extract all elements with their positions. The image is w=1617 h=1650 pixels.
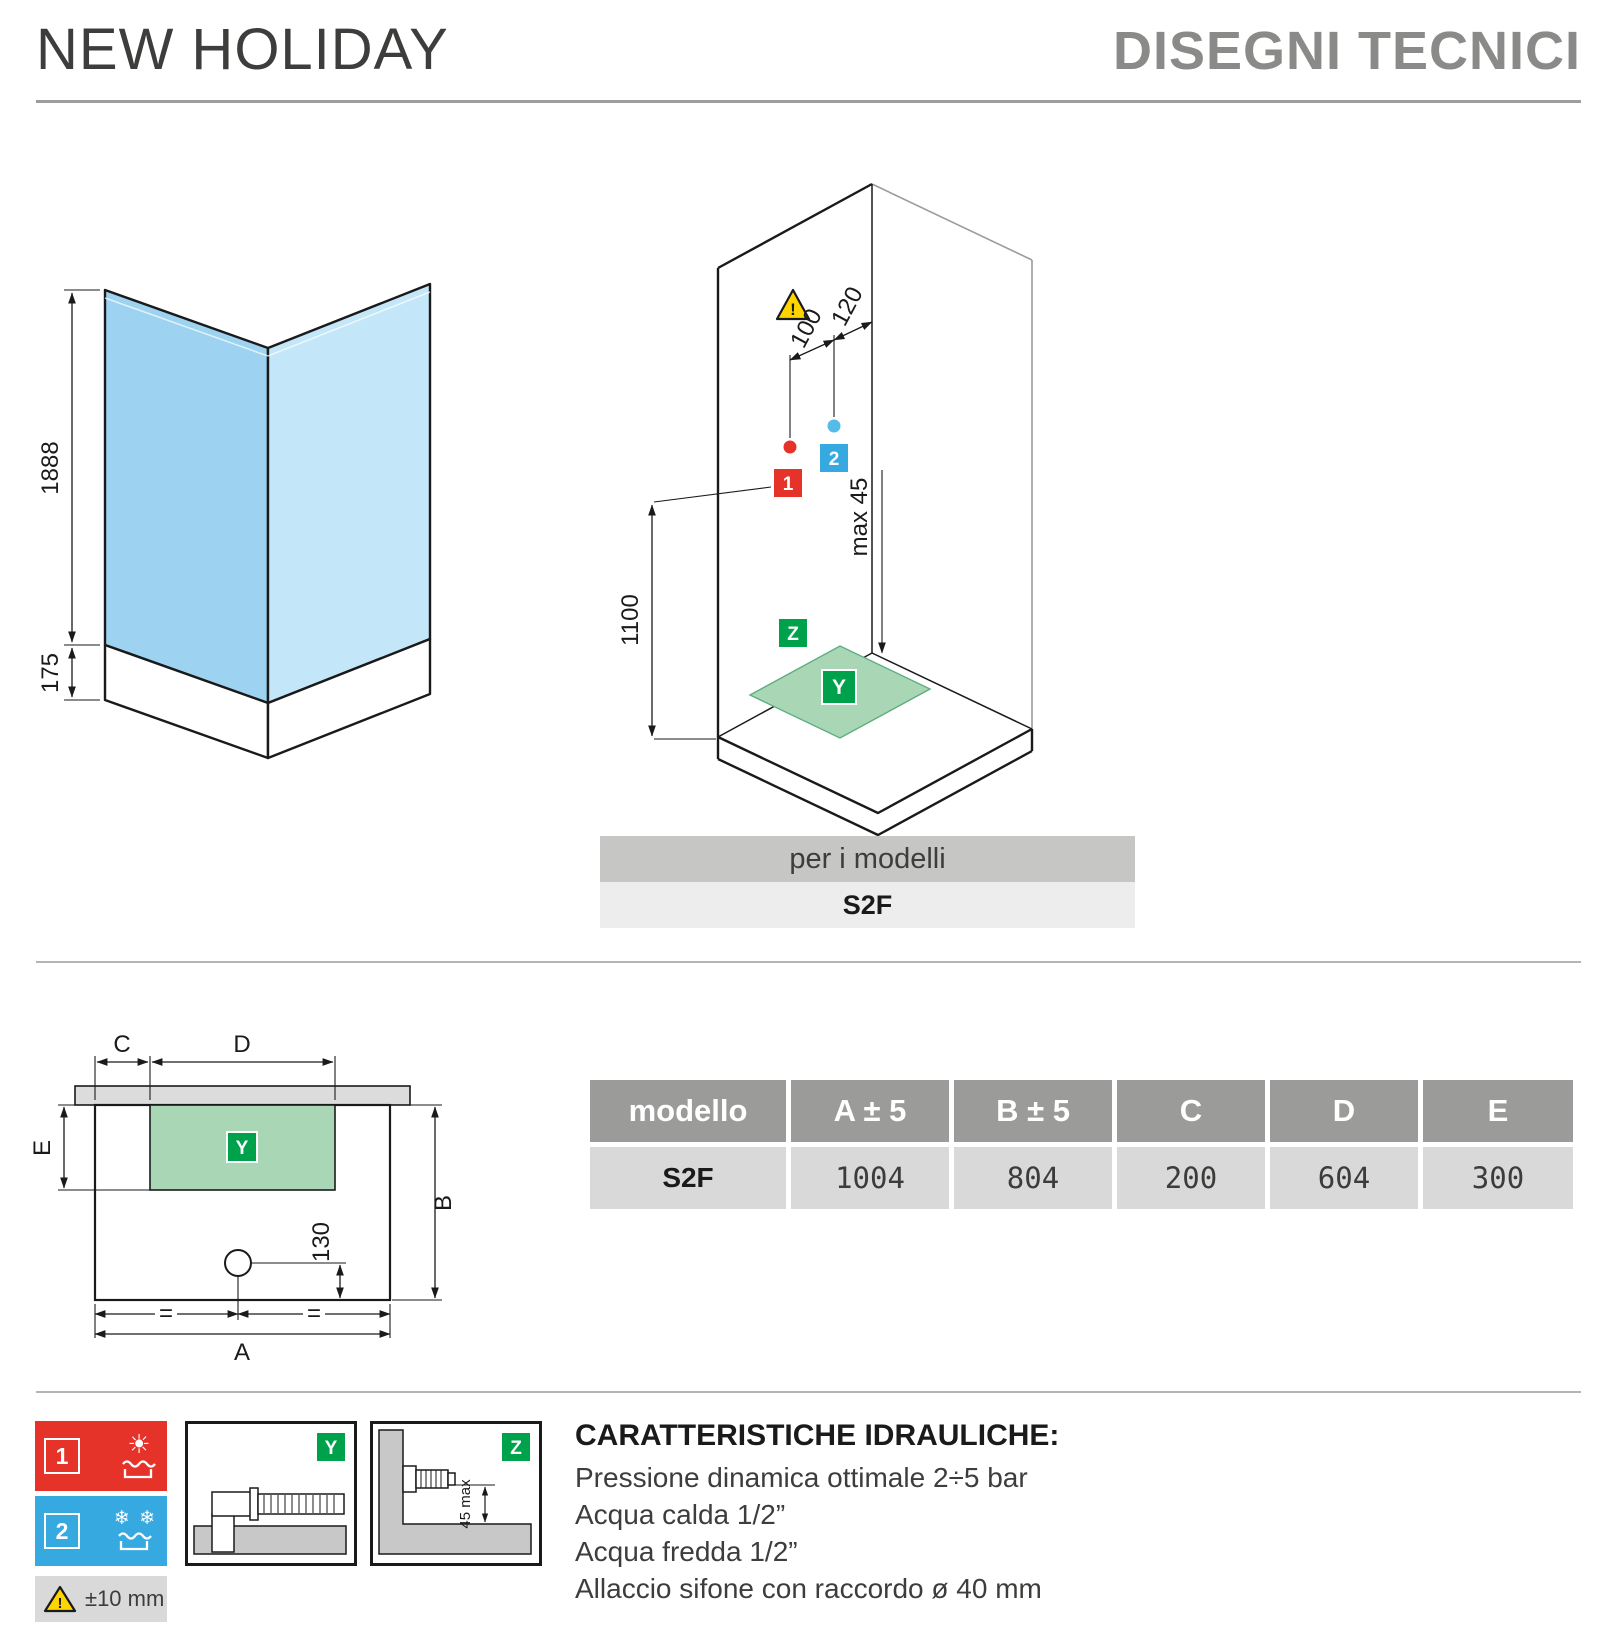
wall-floor-section <box>378 1429 532 1555</box>
hydraulics-line-siphon: Allaccio sifone con raccordo ø 40 mm <box>575 1573 1042 1604</box>
eq-gap-left <box>155 1303 177 1324</box>
cold-water-waves-icon <box>118 1532 153 1551</box>
dim-d: D <box>233 1031 250 1058</box>
table-cell-d: 604 <box>1270 1147 1418 1209</box>
table-header-b: B ± 5 <box>954 1080 1112 1142</box>
header-divider <box>36 100 1581 103</box>
table-header-d: D <box>1270 1080 1418 1142</box>
hot-water-number-badge: 1 <box>44 1438 80 1474</box>
svg-text:Z: Z <box>510 1438 522 1459</box>
tolerance-note: ! ±10 mm <box>35 1576 167 1622</box>
cold-badge-text: 2 <box>55 1517 69 1544</box>
drain-detail-y: Y <box>185 1421 357 1566</box>
page-title: NEW HOLIDAY <box>36 17 449 82</box>
tap-dimension-leaders <box>789 321 873 438</box>
hydraulics-section: CARATTERISTICHE IDRAULICHE: Pressione di… <box>575 1419 1059 1607</box>
dim-e: E <box>30 1140 56 1156</box>
equal-mark-left: = <box>159 1300 173 1327</box>
svg-text:1: 1 <box>783 474 794 495</box>
svg-text:2: 2 <box>829 449 840 470</box>
dim-130: 130 <box>308 1222 335 1262</box>
table-header-modello: modello <box>590 1080 786 1142</box>
dim-max45: max 45 <box>846 478 873 557</box>
drain-pipe <box>211 1487 345 1553</box>
table-header-e: E <box>1423 1080 1573 1142</box>
tolerance-value: ±10 mm <box>85 1586 165 1611</box>
table-cell-a: 1004 <box>791 1147 949 1209</box>
models-value-bar: S2F <box>600 882 1135 928</box>
warning-triangle-icon: ! <box>43 1585 77 1613</box>
hydraulics-line-hot: Acqua calda 1/2” <box>575 1499 786 1530</box>
glass-height-dimension: 1888 <box>37 441 64 494</box>
cold-water-badge: 2 <box>818 442 850 474</box>
dim-c: C <box>113 1031 130 1058</box>
glass-corner-drawing: 1888 175 <box>37 282 432 760</box>
table-cell-model: S2F <box>590 1147 786 1209</box>
legend-hot-water: 1 ☀ <box>35 1421 167 1491</box>
table-header-a: A ± 5 <box>791 1080 949 1142</box>
svg-text:Y: Y <box>236 1138 249 1159</box>
plan-view-drawing: Y C D E B <box>30 1031 457 1366</box>
hot-water-badge: 1 <box>772 467 804 499</box>
y-badge: Y <box>315 1431 347 1463</box>
hot-water-icons: ☀ <box>121 1431 157 1482</box>
warning-mark: ! <box>790 300 796 319</box>
legend-cold-water: 2 ❄ ❄ <box>35 1496 167 1566</box>
tray-height-dimension: 175 <box>37 653 64 693</box>
svg-text:Z: Z <box>787 624 799 645</box>
hot-badge-text: 1 <box>55 1442 69 1469</box>
hot-water-waves-icon <box>122 1459 156 1478</box>
pipe-corrugation <box>263 1495 335 1513</box>
dim-45max: 45 max <box>457 1479 474 1529</box>
section-divider-1 <box>36 961 1581 963</box>
wall-fitting <box>402 1465 456 1493</box>
section-divider-2 <box>36 1391 1581 1393</box>
equal-mark-right: = <box>307 1300 321 1327</box>
hydraulics-line-pressure: Pressione dinamica ottimale 2÷5 bar <box>575 1462 1028 1493</box>
drain-z-badge: Z <box>777 617 809 649</box>
cold-water-point <box>827 419 841 433</box>
snowflakes-icon: ❄ ❄ <box>113 1508 157 1529</box>
dimensions-table: modello A ± 5 B ± 5 C D E S2F 1004 804 2… <box>590 1080 1573 1209</box>
models-caption-bar: per i modelli <box>600 836 1135 882</box>
fitting-thread-lines <box>420 1470 442 1488</box>
cabin-frame <box>716 182 1034 837</box>
z-badge: Z <box>500 1431 532 1463</box>
cold-water-number-badge: 2 <box>44 1513 80 1549</box>
cabin-installation-drawing: ! 100 120 1 2 Z Y <box>617 182 1034 837</box>
sun-icon: ☀ <box>127 1428 151 1459</box>
dim-a: A <box>234 1339 250 1366</box>
drain-detail-y-drawing: Y <box>193 1431 347 1555</box>
shower-tray <box>103 637 432 760</box>
models-caption: per i modelli <box>789 842 946 875</box>
wall-profile <box>74 1085 411 1106</box>
drain-hole <box>224 1249 252 1277</box>
dimension-1100-lines <box>648 486 772 740</box>
dim-1100: 1100 <box>617 594 644 646</box>
plan-y-badge: Y <box>226 1131 258 1163</box>
eq-gap-right <box>303 1303 325 1324</box>
dim-120: 120 <box>826 282 869 330</box>
hydraulics-line-cold: Acqua fredda 1/2” <box>575 1536 798 1567</box>
table-cell-b: 804 <box>954 1147 1112 1209</box>
cabin-far-edges <box>871 183 1033 751</box>
hot-water-point <box>783 440 797 454</box>
drain-detail-z-drawing: 45 max Z <box>378 1429 532 1555</box>
page-subtitle: DISEGNI TECNICI <box>1112 21 1581 81</box>
glass-panels <box>103 282 432 705</box>
svg-text:Y: Y <box>325 1438 338 1459</box>
svg-text:Y: Y <box>832 676 846 699</box>
cold-water-icons: ❄ ❄ <box>114 1508 157 1554</box>
hydraulics-title: CARATTERISTICHE IDRAULICHE: <box>575 1419 1060 1452</box>
drain-y-badge: Y <box>821 669 857 705</box>
table-cell-c: 200 <box>1117 1147 1265 1209</box>
model-code: S2F <box>842 889 893 920</box>
warning-mark: ! <box>58 1595 63 1612</box>
dim-b: B <box>430 1195 457 1211</box>
dimension-lines <box>64 289 100 701</box>
table-header-c: C <box>1117 1080 1265 1142</box>
warning-triangle-icon: ! <box>775 288 811 321</box>
table-cell-e: 300 <box>1423 1147 1573 1209</box>
drain-detail-z: 45 max Z <box>370 1421 542 1566</box>
